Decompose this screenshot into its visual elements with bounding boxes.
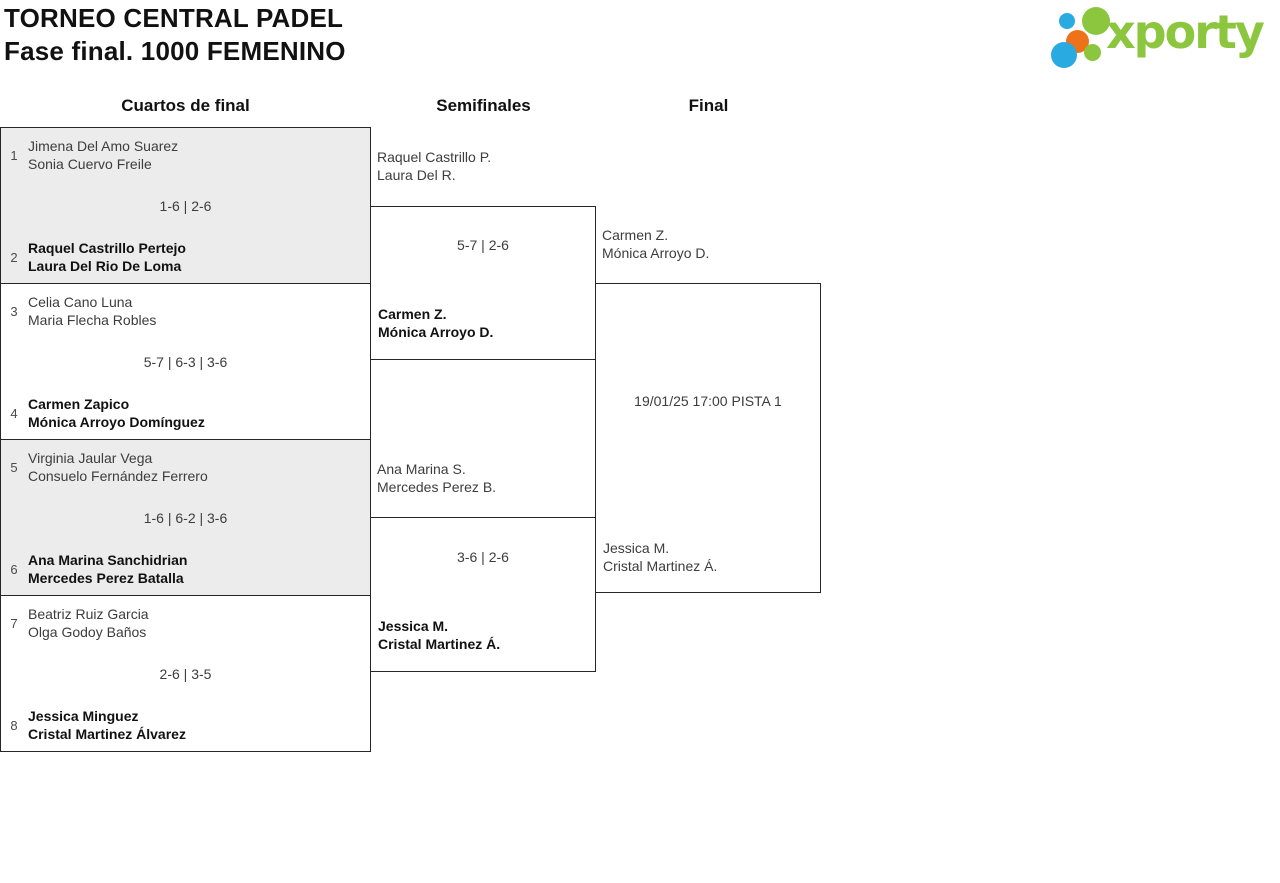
team: 7 Beatriz Ruiz Garcia Olga Godoy Baños [7,605,149,641]
team-winner: Jessica M. Cristal Martinez Á. [378,617,500,653]
match-score: 5-7 | 6-3 | 3-6 [143,353,228,370]
player-name: Carmen Zapico [28,396,130,412]
player-name: Raquel Castrillo P. [377,149,492,165]
team-winner: 4 Carmen Zapico Mónica Arroyo Domínguez [7,395,205,431]
team-names: Beatriz Ruiz Garcia Olga Godoy Baños [28,605,149,641]
player-name: Jimena Del Amo Suarez [28,138,179,154]
match-score: 1-6 | 6-2 | 3-6 [143,509,228,526]
tournament-subtitle: Fase final. 1000 FEMENINO [4,36,346,66]
player-name: Carmen Z. [602,227,669,243]
team: 3 Celia Cano Luna Maria Flecha Robles [7,293,156,329]
team-names: Ana Marina Sanchidrian Mercedes Perez Ba… [28,551,187,587]
team-winner: Carmen Z. Mónica Arroyo D. [378,305,493,341]
seed-number: 3 [10,303,18,319]
player-name: Carmen Z. [378,306,447,322]
player-name: Jessica M. [603,540,670,556]
team-names: Carmen Zapico Mónica Arroyo Domínguez [28,395,205,431]
logo-dot-blue-big-icon [1051,42,1077,68]
team-names: Celia Cano Luna Maria Flecha Robles [28,293,156,329]
player-name: Celia Cano Luna [28,294,133,310]
seed-number: 6 [10,561,18,577]
player-name: Olga Godoy Baños [28,624,147,640]
match-score: 2-6 | 3-5 [159,665,212,682]
logo-dot-green-small-icon [1084,44,1101,61]
player-name: Jessica M. [378,618,449,634]
team: 1 Jimena Del Amo Suarez Sonia Cuervo Fre… [7,137,178,173]
seed-number: 7 [10,615,18,631]
team-names: Jessica Minguez Cristal Martinez Álvarez [28,707,186,743]
player-name: Cristal Martinez Á. [378,636,501,652]
match-score: 1-6 | 2-6 [159,197,212,214]
xporty-logo[interactable]: xporty [1045,0,1280,75]
page-title-block: TORNEO CENTRAL PADEL Fase final. 1000 FE… [4,2,346,68]
player-name: Consuelo Fernández Ferrero [28,468,208,484]
final-match[interactable]: 19/01/25 17:00 PISTA 1 Jessica M. Crista… [595,283,821,593]
final-team-2: Jessica M. Cristal Martinez Á. [603,539,717,575]
semifinal-match-1[interactable]: 5-7 | 2-6 Carmen Z. Mónica Arroyo D. [370,206,596,360]
player-name: Raquel Castrillo Pertejo [28,240,186,256]
team: 5 Virginia Jaular Vega Consuelo Fernánde… [7,449,208,485]
team-names: Virginia Jaular Vega Consuelo Fernández … [28,449,208,485]
player-name: Beatriz Ruiz Garcia [28,606,149,622]
player-name: Cristal Martinez Á. [603,558,718,574]
player-name: Virginia Jaular Vega [28,450,153,466]
seed-number: 2 [10,249,18,265]
player-name: Mónica Arroyo Domínguez [28,414,205,430]
team-winner: 8 Jessica Minguez Cristal Martinez Álvar… [7,707,186,743]
team-winner: 2 Raquel Castrillo Pertejo Laura Del Rio… [7,239,186,275]
team-winner: 6 Ana Marina Sanchidrian Mercedes Perez … [7,551,187,587]
player-name: Laura Del R. [377,167,456,183]
player-name: Cristal Martinez Álvarez [28,726,186,742]
semifinal-1-team-1: Raquel Castrillo P. Laura Del R. [377,148,491,184]
quarterfinal-match-4[interactable]: 7 Beatriz Ruiz Garcia Olga Godoy Baños 2… [0,595,371,752]
semifinal-match-2[interactable]: 3-6 | 2-6 Jessica M. Cristal Martinez Á. [370,517,596,672]
quarterfinal-match-3[interactable]: 5 Virginia Jaular Vega Consuelo Fernánde… [0,439,371,596]
quarterfinal-match-2[interactable]: 3 Celia Cano Luna Maria Flecha Robles 5-… [0,283,371,440]
round-header-final: Final [688,96,729,115]
quarterfinal-match-1[interactable]: 1 Jimena Del Amo Suarez Sonia Cuervo Fre… [0,127,371,284]
player-name: Ana Marina S. [377,461,466,477]
logo-dot-green-big-icon [1082,7,1110,35]
match-schedule: 19/01/25 17:00 PISTA 1 [634,393,782,409]
team-names: Raquel Castrillo Pertejo Laura Del Rio D… [28,239,186,275]
player-name: Jessica Minguez [28,708,139,724]
team-names: Jimena Del Amo Suarez Sonia Cuervo Freil… [28,137,178,173]
semifinal-2-team-1: Ana Marina S. Mercedes Perez B. [377,460,496,496]
logo-wordmark: xporty [1106,5,1265,59]
tournament-title: TORNEO CENTRAL PADEL [4,3,344,33]
player-name: Laura Del Rio De Loma [28,258,182,274]
seed-number: 8 [10,717,18,733]
seed-number: 5 [10,459,18,475]
player-name: Sonia Cuervo Freile [28,156,152,172]
seed-number: 1 [10,147,18,163]
player-name: Mercedes Perez B. [377,479,497,495]
player-name: Ana Marina Sanchidrian [28,552,188,568]
match-score: 3-6 | 2-6 [457,549,509,565]
player-name: Maria Flecha Robles [28,312,157,328]
player-name: Mercedes Perez Batalla [28,570,184,586]
round-header-semifinales: Semifinales [436,96,531,115]
final-team-1: Carmen Z. Mónica Arroyo D. [602,226,709,262]
seed-number: 4 [10,405,18,421]
player-name: Mónica Arroyo D. [602,245,710,261]
round-header-cuartos: Cuartos de final [121,96,250,115]
match-score: 5-7 | 2-6 [457,237,509,253]
player-name: Mónica Arroyo D. [378,324,494,340]
logo-dot-blue-small-icon [1059,13,1075,29]
